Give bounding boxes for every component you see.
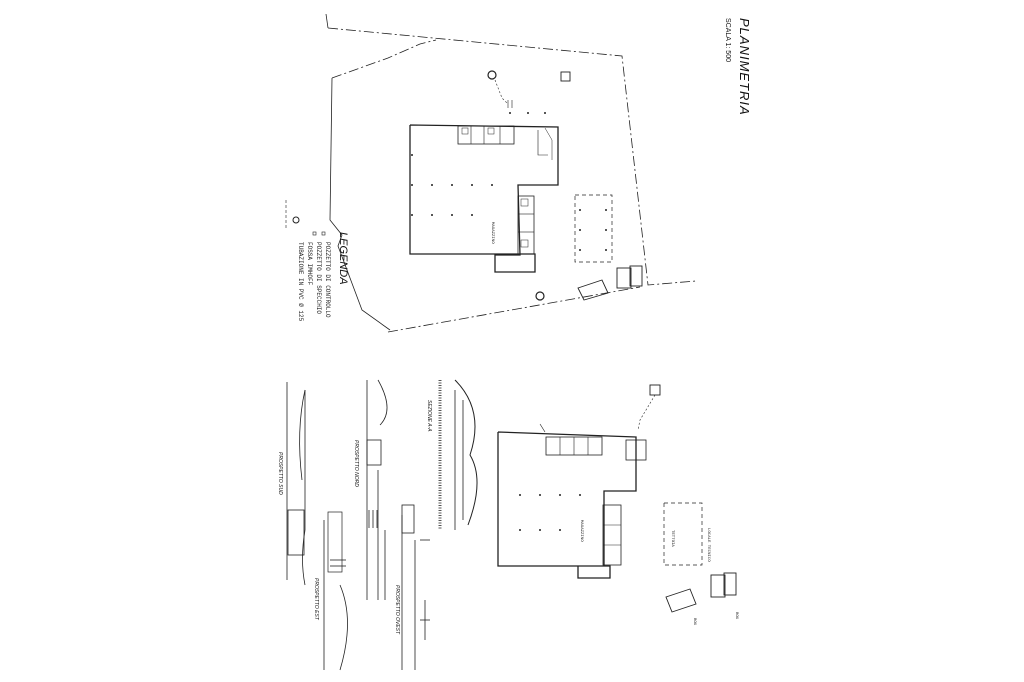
fossa-imhoff-north <box>487 70 497 80</box>
legend-item-3-label: FOSSA IMHOFF <box>306 242 313 286</box>
legend-heading: LEGENDA <box>337 232 349 285</box>
plan-title: PLANIMETRIA <box>737 18 752 116</box>
plan-scale: SCALA 1: 500 <box>724 18 731 62</box>
office-block <box>457 125 515 145</box>
lot-boundary <box>327 27 697 286</box>
side-office-block <box>517 195 535 255</box>
tettoia-outline <box>574 194 613 263</box>
main-building <box>409 124 559 273</box>
legend: LEGENDA POZZETTO DI CONTROLLO POZZETTO D… <box>297 232 349 322</box>
title-block: PLANIMETRIA SCALA 1: 500 <box>724 18 752 116</box>
lot-boundary-bottom <box>331 39 437 79</box>
site-plan-upper <box>325 13 697 333</box>
fossa-imhoff-south <box>535 291 545 301</box>
box-structures <box>577 265 643 301</box>
box2-label: BOX <box>734 612 738 620</box>
pozzetto-north <box>560 71 571 82</box>
legend-item-1-label: POZZETTO DI CONTROLLO <box>324 242 331 318</box>
legend-symbols <box>285 200 326 236</box>
small-square-icon <box>321 231 326 236</box>
lot-boundary-south <box>387 286 641 333</box>
pozzetto-lower <box>649 384 661 396</box>
circle-icon <box>292 216 300 224</box>
lower-main-building <box>497 431 637 579</box>
lower-main-label: MAGAZZINO <box>579 520 583 542</box>
legend-item-2-label: POZZETTO DI SPECCHIO <box>315 242 322 314</box>
elevation-est-label: PROSPETTO EST <box>313 578 319 621</box>
tettoia-label: TETTOIA <box>670 530 674 547</box>
lot-boundary-west <box>329 77 391 331</box>
section-aa-label: SEZIONE A-A <box>426 400 432 432</box>
small-square-icon <box>312 231 317 236</box>
elevation-drawings <box>286 379 478 671</box>
column-grid <box>411 112 546 216</box>
box1-label: BOX <box>692 618 696 626</box>
elevation-ovest-label: PROSPETTO OVEST <box>394 585 400 635</box>
lower-tettoia-outline <box>663 502 703 566</box>
legend-item-4-label: TUBAZIONE IN PVC Ø 125 <box>297 242 304 322</box>
elevation-sud-label: PROSPETTO SUD <box>277 452 283 495</box>
site-plan-lower <box>497 384 737 613</box>
locale-tecnico-label: LOCALE TECNICO <box>706 528 710 562</box>
lot-boundary-left <box>325 13 329 29</box>
upper-main-label: MAGAZZINO <box>490 222 494 244</box>
elevation-nord-label: PROSPETTO NORD <box>353 440 359 487</box>
